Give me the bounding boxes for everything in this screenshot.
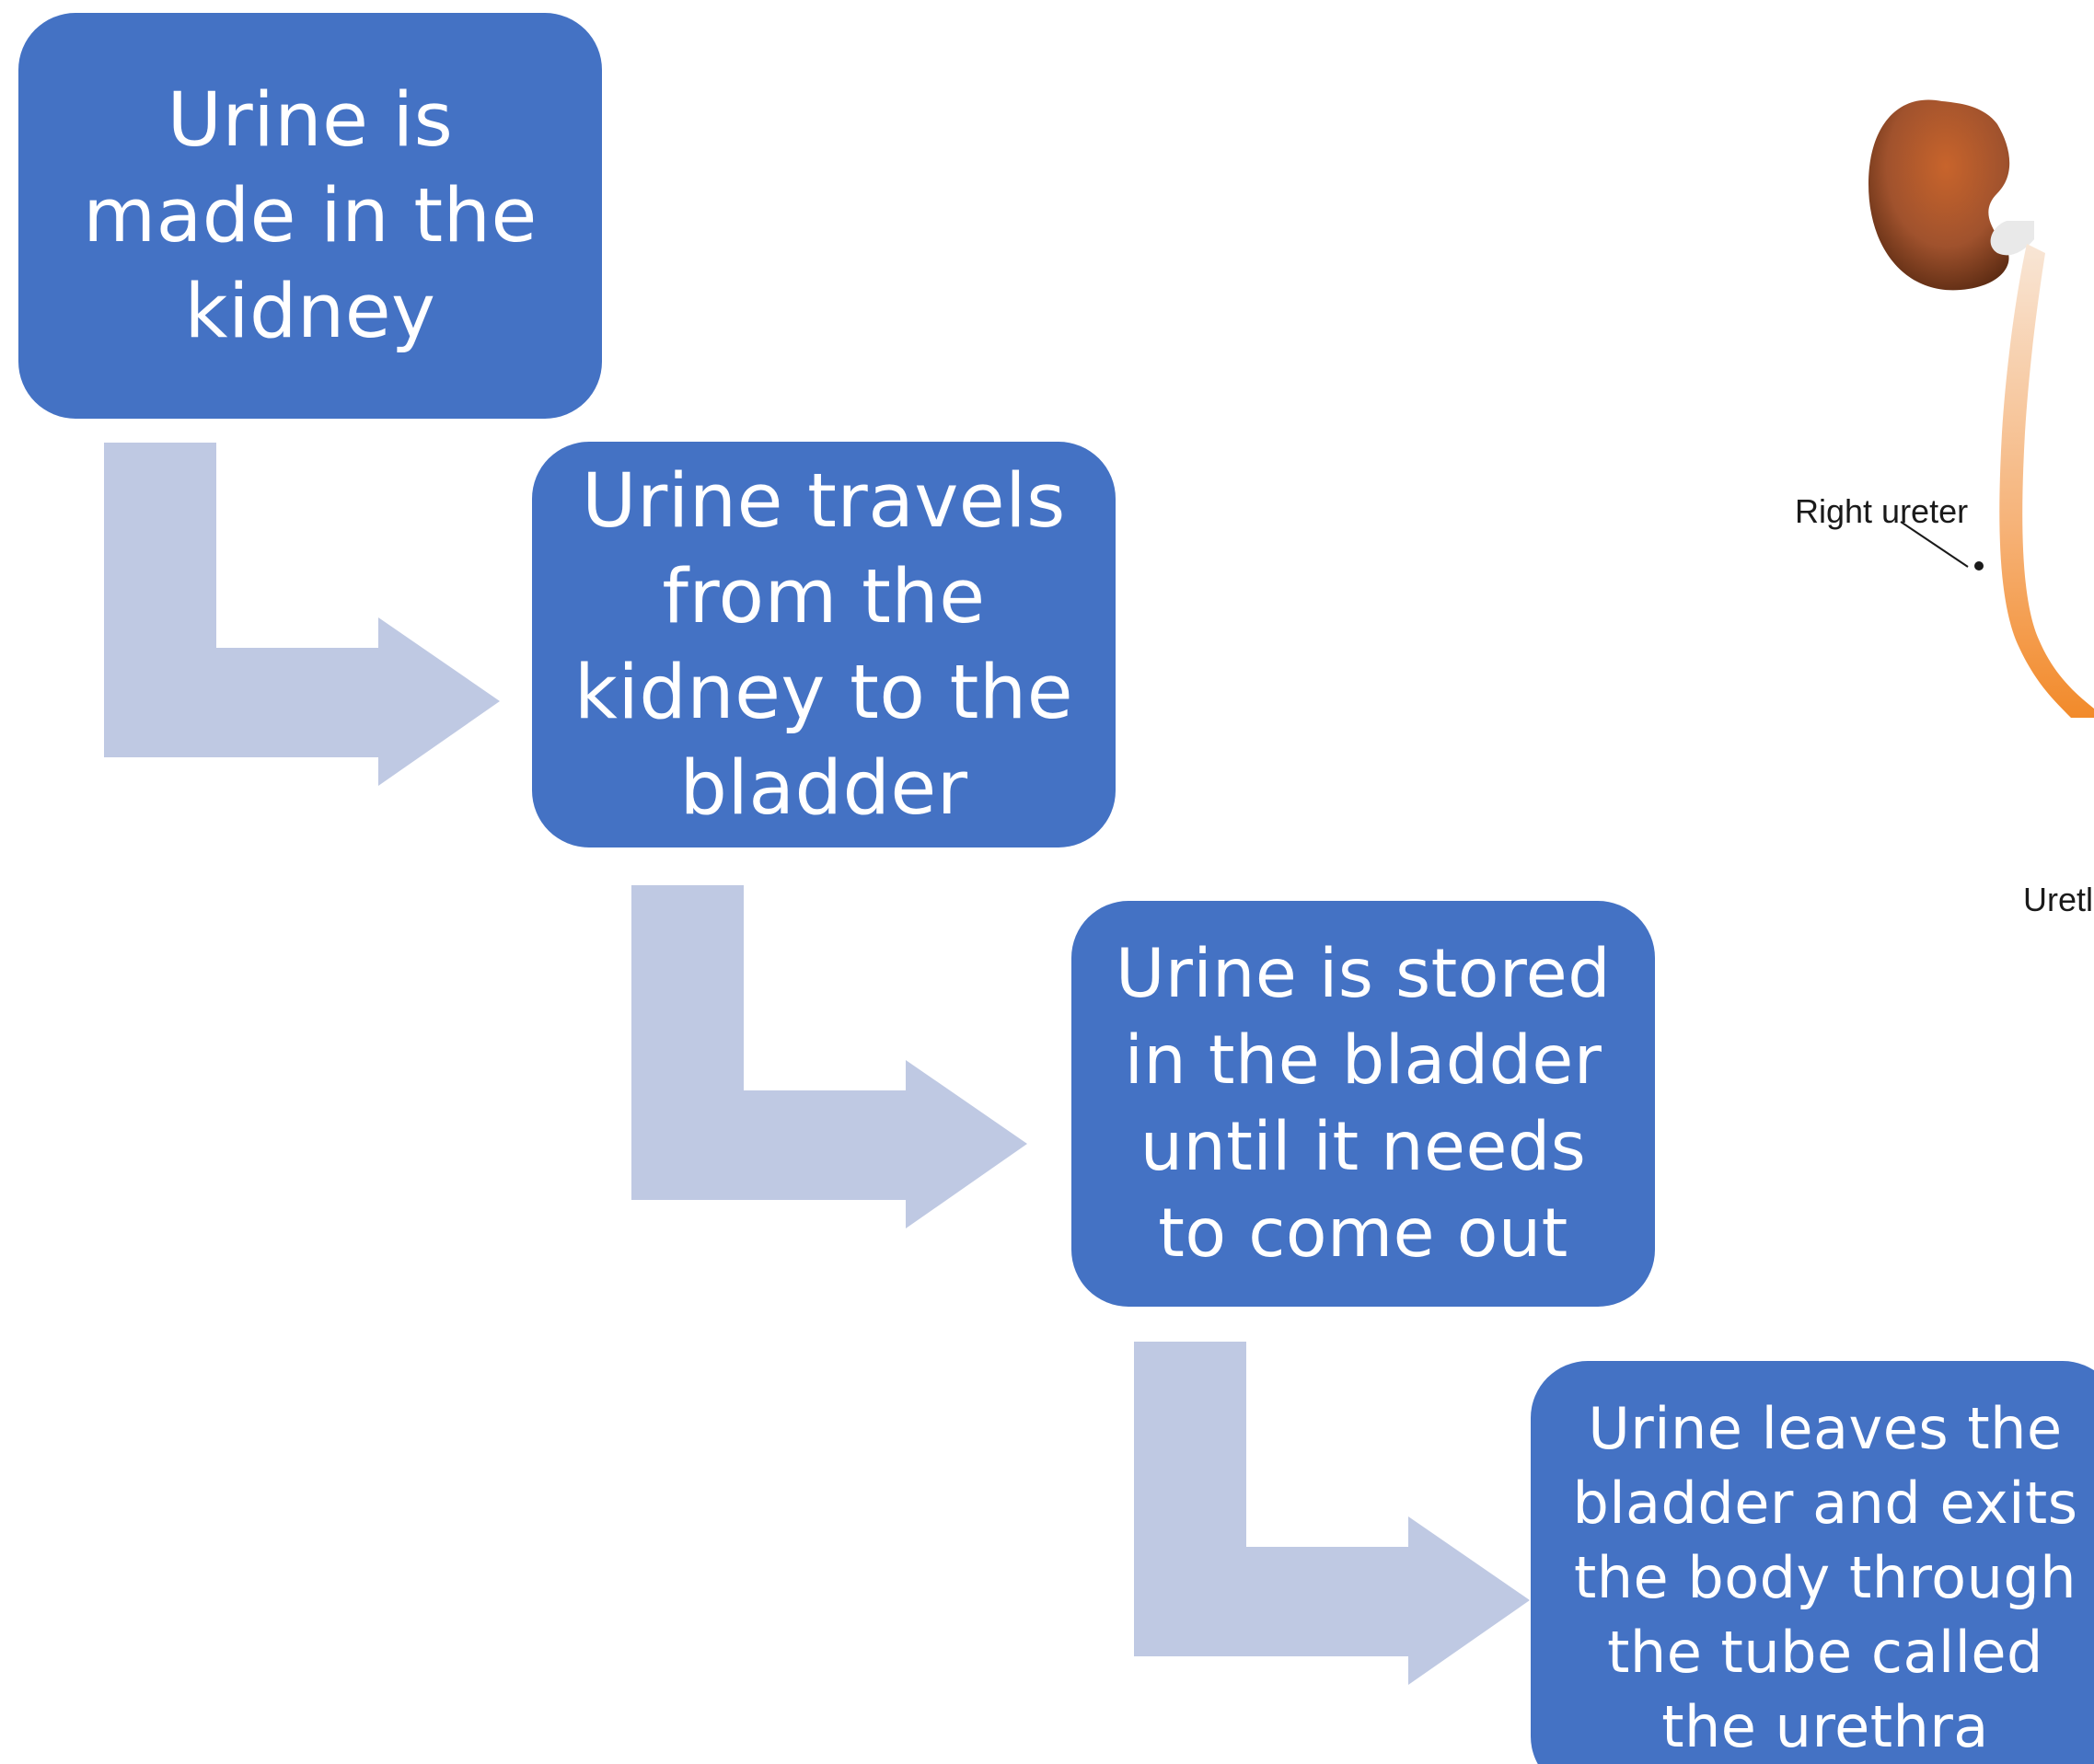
ureter-shape <box>1999 244 2094 718</box>
step-3-line: Urine is stored <box>1116 931 1611 1018</box>
step-1-text: Urine is made in the kidney <box>83 73 538 360</box>
step-3-line: until it needs <box>1116 1104 1611 1191</box>
step-box-2: Urine travels from the kidney to the bla… <box>532 442 1116 847</box>
step-1-line: Urine is <box>83 73 538 168</box>
step-4-line: the urethra <box>1572 1689 2077 1764</box>
kidney-shape <box>1868 99 2009 290</box>
bent-arrow-icon <box>1134 1342 1530 1691</box>
bent-arrow-icon <box>631 885 1027 1235</box>
bent-arrow-icon <box>104 443 500 792</box>
bent-arrow-2-shape <box>631 885 1027 1228</box>
urethra-label: Uretl <box>2023 881 2093 919</box>
step-2-text: Urine travels from the kidney to the bla… <box>574 454 1073 836</box>
label-leader-dot <box>1974 561 1984 571</box>
step-4-line: the body through <box>1572 1540 2077 1615</box>
step-3-line: in the bladder <box>1116 1018 1611 1104</box>
right-ureter-label: Right ureter <box>1795 492 1968 531</box>
step-box-4: Urine leaves the bladder and exits the b… <box>1531 1361 2094 1764</box>
step-3-text: Urine is stored in the bladder until it … <box>1116 931 1611 1277</box>
bent-arrow-1-shape <box>104 443 500 786</box>
bent-arrow-3-shape <box>1134 1342 1530 1685</box>
step-2-line: from the <box>574 549 1073 645</box>
step-box-3: Urine is stored in the bladder until it … <box>1071 901 1655 1307</box>
step-1-line: kidney <box>83 264 538 360</box>
step-box-1: Urine is made in the kidney <box>18 13 602 419</box>
step-4-line: bladder and exits <box>1572 1466 2077 1540</box>
step-2-line: bladder <box>574 741 1073 836</box>
step-4-line: the tube called <box>1572 1615 2077 1689</box>
step-2-line: kidney to the <box>574 645 1073 741</box>
step-3-line: to come out <box>1116 1191 1611 1277</box>
step-1-line: made in the <box>83 168 538 264</box>
step-4-line: Urine leaves the <box>1572 1391 2077 1466</box>
step-4-text: Urine leaves the bladder and exits the b… <box>1572 1391 2077 1764</box>
step-2-line: Urine travels <box>574 454 1073 549</box>
